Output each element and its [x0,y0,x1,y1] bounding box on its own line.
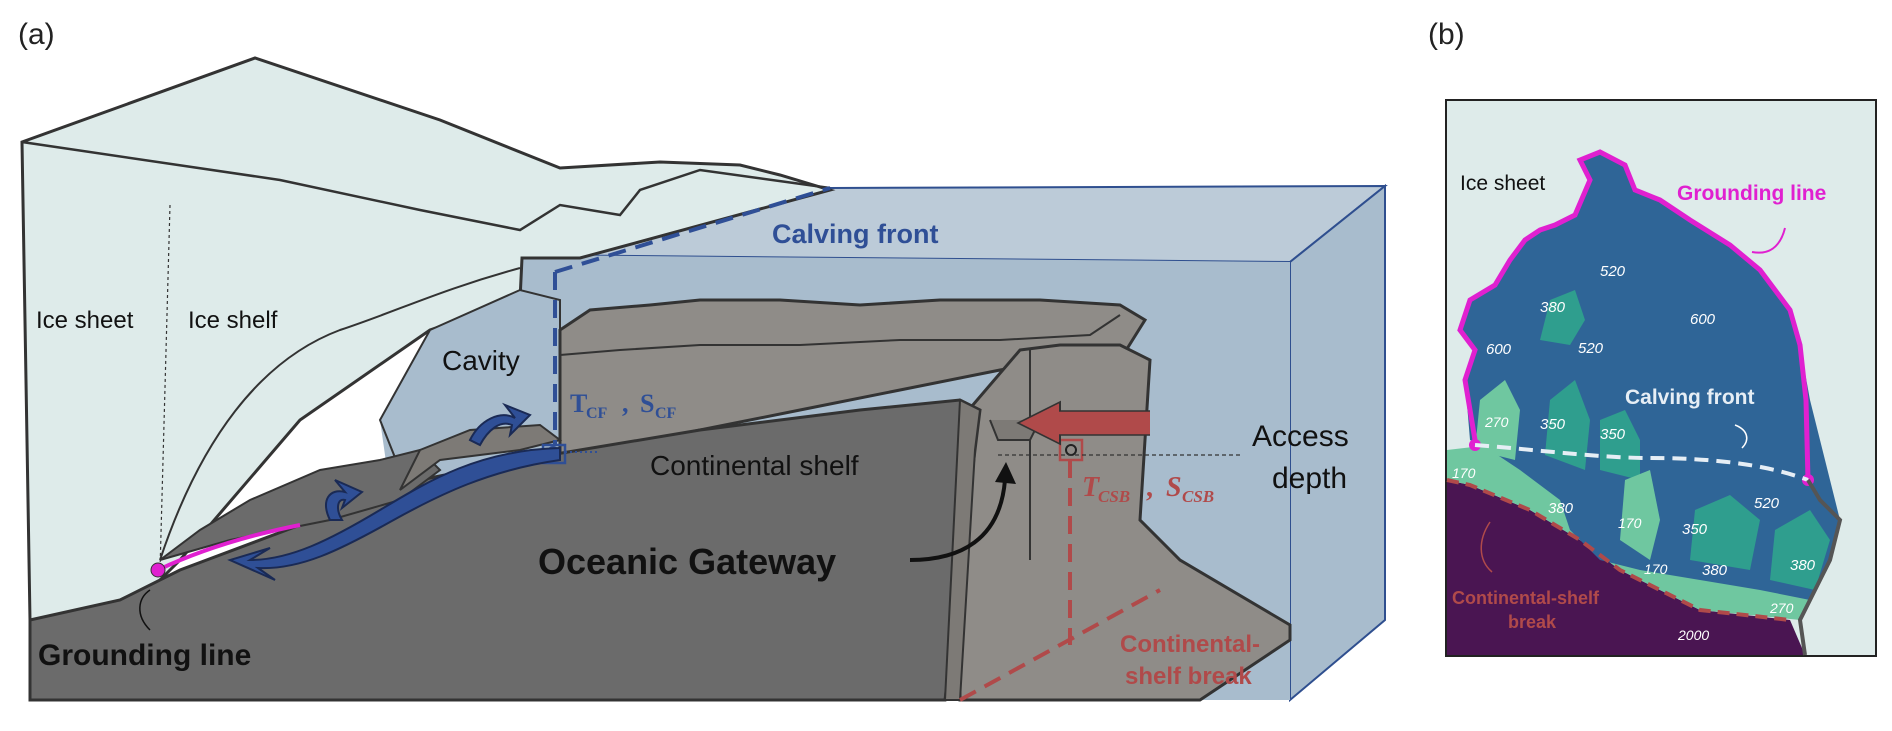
depth-label: 600 [1690,311,1716,328]
map-coast-outline [1797,478,1843,656]
depth-label: 350 [1682,521,1708,538]
csb-sample-box [1058,438,1084,462]
depth-label: 170 [1452,465,1476,481]
depth-label: 520 [1754,495,1780,512]
depth-label: 2000 [1677,627,1709,643]
map-label-csb-2: break [1508,612,1557,632]
blue-circulation-arrow-outer [227,446,561,581]
blue-circulation-arrow-upper [468,402,532,447]
depth-label: 270 [1769,600,1794,616]
label-csb-2: shelf break [1125,663,1252,690]
panel-b-tag: (b) [1428,18,1465,51]
label-access-depth-1: Access [1252,420,1349,453]
grounding-line-magenta [157,523,301,572]
map-patch-7 [1540,290,1585,345]
depth-label: 520 [1578,340,1604,357]
depth-label: 380 [1540,299,1566,316]
map-grounding-arrow [1751,227,1786,254]
map-label-ice-sheet: Ice sheet [1460,172,1545,195]
grounding-arrow [139,589,151,631]
map-patch-6 [1770,510,1830,590]
depth-label: 270 [1484,414,1509,430]
map-calving-front [1474,443,1809,482]
svg-text:S: S [640,389,654,418]
label-oceanic-gateway: Oceanic Gateway [538,541,836,582]
label-calving-front: Calving front [772,219,939,249]
red-inflow-arrow [1016,400,1150,446]
map-calving-arrow [1734,424,1748,449]
depth-label: 380 [1790,557,1816,574]
depth-label: 520 [1600,263,1626,280]
map-cavity-deep [1460,152,1840,600]
map-depth-labels: 520 380 600 600 520 270 350 350 170 380 … [1452,263,1816,643]
ice-top-edge [21,140,831,232]
gateway-arrowhead [995,462,1016,484]
svg-text:CF: CF [655,405,677,422]
csb-dashed-diagonal [959,588,1161,702]
label-csb-1: Continental- [1120,631,1260,658]
label-tcsb-scsb: T CSB , S CSB [1082,472,1214,506]
gateway-arrow [909,479,1007,562]
calving-front-dashed-top [554,186,831,274]
svg-text:CSB: CSB [1098,487,1130,506]
label-grounding-line: Grounding line [38,639,251,672]
svg-text:,: , [1146,472,1153,503]
label-ice-sheet: Ice sheet [36,307,134,334]
svg-text:CF: CF [586,405,608,422]
ice-shelf-underside [159,267,521,561]
svg-text:CSB: CSB [1182,487,1214,506]
map-patch-2 [1545,380,1590,470]
rock-step-upper [399,423,563,491]
depth-label: 600 [1486,341,1512,358]
label-access-depth-2: depth [1272,462,1347,495]
map-abyss [1447,480,1805,655]
map-label-csb-1: Continental-shelf [1452,588,1600,608]
map-patch-4 [1620,470,1660,560]
label-cavity: Cavity [442,345,520,376]
map-csb-arrow [1480,521,1493,573]
map-shelf-break [1446,478,1791,622]
label-continental-shelf: Continental shelf [650,450,859,481]
blue-circulation-arrow-lower [325,479,364,521]
rock-plateau-ridge [559,314,1121,356]
depth-label: 350 [1540,416,1566,433]
map-patch-1 [1475,380,1520,460]
map-grounding-line [1457,149,1811,481]
svg-text:,: , [622,389,629,418]
panel-a-tag: (a) [18,18,55,51]
map-label-grounding-line: Grounding line [1677,182,1826,205]
grounding-point [150,562,166,578]
depth-label: 170 [1644,561,1668,577]
label-ice-shelf: Ice shelf [188,307,278,334]
depth-label: 350 [1600,426,1626,443]
svg-text:T: T [1082,472,1101,503]
map-patch-3 [1600,410,1640,480]
svg-text:T: T [570,389,587,418]
svg-text:S: S [1166,472,1182,503]
map-patch-5 [1690,495,1760,570]
label-tcf-scf: T CF , S CF [570,389,677,422]
depth-label: 170 [1618,515,1642,531]
depth-label: 380 [1702,562,1728,579]
depth-label: 380 [1548,500,1574,517]
ice-sheet-divider [159,204,171,571]
map-label-calving-front: Calving front [1625,386,1755,409]
